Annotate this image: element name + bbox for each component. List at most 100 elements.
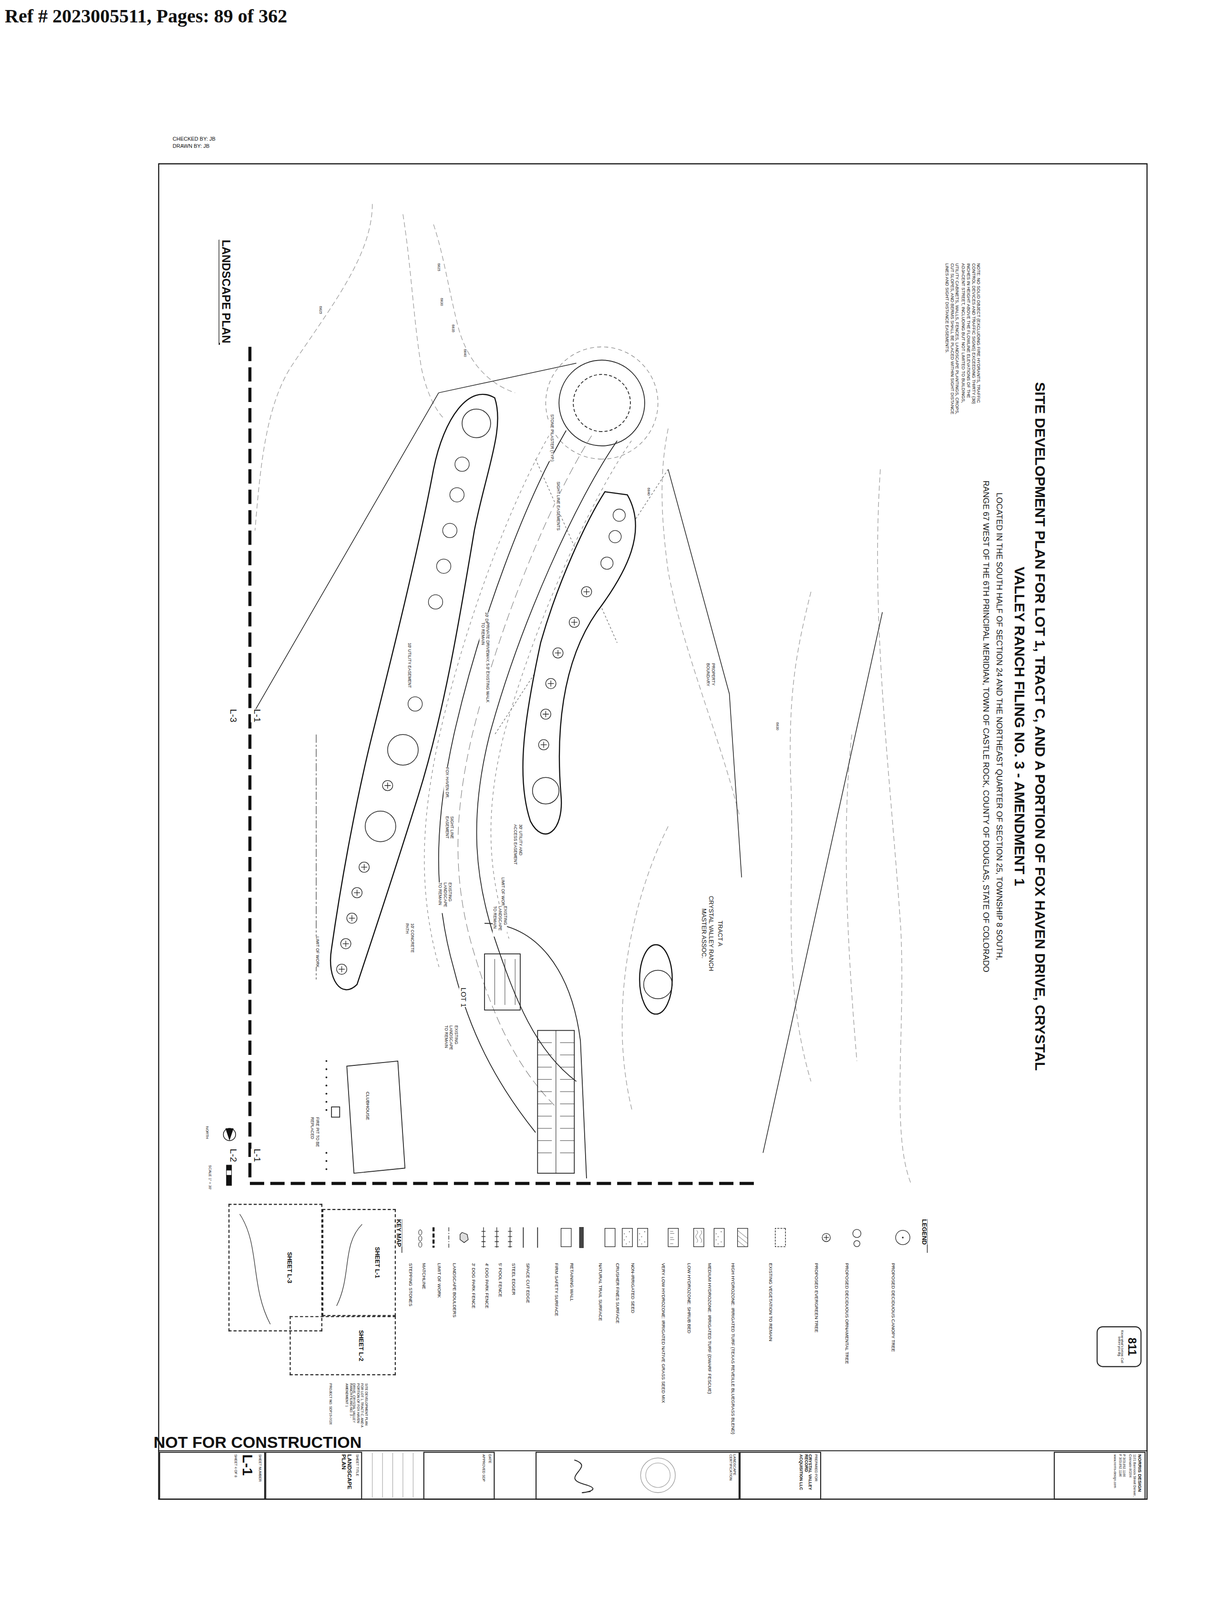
legend-sample bbox=[523, 1227, 525, 1248]
plan-callout: FIRE PIT TO BE REPLACED bbox=[309, 1117, 320, 1150]
key-map-road bbox=[239, 1214, 271, 1325]
legend-row: RETAINING WALL bbox=[566, 1262, 585, 1437]
contour-lines bbox=[433, 224, 516, 393]
ornamental-trees bbox=[454, 456, 470, 472]
lot-1-parking bbox=[484, 923, 587, 1179]
label-wrap: PRIVATE DRIVEWAY, 5.0' EXISTING WALK TO … bbox=[479, 622, 490, 704]
legend-text: PROPOSED DECIDUOUS ORNAMENTAL TREE bbox=[844, 1262, 850, 1364]
legend-row: LANDSCAPE BOULDERS bbox=[448, 1262, 468, 1437]
pool-fence-dots bbox=[325, 1068, 328, 1071]
plan-callout: PROPERTY BOUNDARY bbox=[705, 663, 716, 702]
legend-sample bbox=[693, 1228, 704, 1247]
ornamental-trees bbox=[436, 558, 452, 574]
label-wrap: SIGHT LINE EASEMENT bbox=[443, 815, 454, 853]
plan-callout: EXISTING LANDSCAPE TO REMAIN bbox=[443, 1025, 459, 1056]
lot-1-parking bbox=[494, 958, 516, 1005]
legend-swatch bbox=[455, 1224, 473, 1251]
plan-callout: 10' CONCRETE PATH bbox=[404, 923, 415, 959]
construction-stamp: NOT FOR CONSTRUCTION bbox=[153, 1432, 362, 1453]
fire-pit bbox=[331, 1106, 340, 1117]
contour-lines bbox=[255, 204, 912, 1184]
legend-text: LIMIT OF WORK bbox=[436, 1262, 443, 1298]
revision-lines bbox=[371, 1452, 373, 1498]
key-map-sheet: SHEET L-3 bbox=[228, 1203, 323, 1331]
drafter-note: CHECKED BY: JB bbox=[172, 135, 216, 143]
legend-row: HIGH HYDROZONE: IRRIGATED TURF (TEXAS RE… bbox=[727, 1262, 746, 1437]
label-wrap: 30' UTILITY AND ACCESS EASEMENT bbox=[512, 824, 523, 870]
node-text: P 303.892.1166 F 303.892.1186 bbox=[1117, 1454, 1126, 1479]
label-wrap: FIRE PIT TO BE REPLACED bbox=[309, 1117, 320, 1150]
sheet-number-block: SHEET NUMBERL-1SHEET 4 OF 8 bbox=[159, 1451, 266, 1500]
sheet-title-block: SHEET TITLELANDSCAPE PLAN bbox=[265, 1451, 362, 1500]
label-wrap: FOX HAVEN DR. bbox=[441, 767, 461, 799]
legend-sample bbox=[624, 1231, 630, 1245]
pool-fence-dots bbox=[325, 1109, 328, 1112]
scale-bar bbox=[226, 1164, 232, 1171]
key-map-title: SITE DEVELOPMENT PLAN FOR LOT 1, TRACT C… bbox=[343, 1383, 368, 1433]
legend-text: NATURAL TRAIL SURFACE bbox=[597, 1262, 604, 1321]
legend-swatch bbox=[488, 1224, 505, 1251]
plan-callout: 10' UTILITY EASEMENT bbox=[406, 642, 412, 689]
property-lines bbox=[249, 392, 439, 720]
canopy-trees bbox=[365, 409, 673, 999]
legend-sample bbox=[822, 1233, 831, 1242]
label-wrap: LEGEND bbox=[917, 1218, 937, 1245]
legend-sample bbox=[418, 1236, 423, 1242]
label-wrap: RANGE 67 WEST OF THE 6TH PRINCIPAL MERID… bbox=[980, 400, 991, 1053]
street-name: FOX HAVEN DR. bbox=[443, 767, 449, 799]
lot-1-parking bbox=[537, 1042, 575, 1153]
planting-beds bbox=[522, 491, 636, 835]
legend-text: LANDSCAPE BOULDERS bbox=[451, 1262, 458, 1318]
contour-elevation: 6840 bbox=[646, 487, 651, 496]
legend-swatch bbox=[475, 1224, 492, 1251]
pool-fence-dots bbox=[325, 1076, 328, 1079]
pool-fence-dots bbox=[325, 1160, 328, 1163]
legend-sample bbox=[536, 1227, 538, 1248]
legend-text: VERY LOW HYDROZONE: IRRIGATED NATIVE GRA… bbox=[660, 1262, 667, 1403]
north-arrow bbox=[223, 1128, 236, 1141]
node-text: CRYSTAL VALLEY RECORD ACQUISITION LLC bbox=[797, 1454, 813, 1498]
legend-row: FIRM SAFETY SURFACE bbox=[550, 1262, 570, 1437]
revision-lines bbox=[392, 1452, 393, 1498]
legend-text: EXISTING VEGETATION TO REMAIN bbox=[767, 1262, 774, 1341]
record-header: Ref # 2023005511, Pages: 89 of 362 bbox=[4, 4, 288, 28]
legend-swatch bbox=[634, 1224, 651, 1251]
legend-sample bbox=[639, 1231, 645, 1245]
legend-text: STEEL EDGER bbox=[510, 1262, 517, 1295]
sheet-title-wrap: SITE DEVELOPMENT PLAN FOR LOT 1, TRACT C… bbox=[1009, 379, 1052, 1074]
certification-block: LANDSCAPE CERTIFICATION bbox=[535, 1451, 740, 1500]
legend-sample bbox=[605, 1228, 616, 1247]
property-lines bbox=[762, 612, 883, 1154]
north-label: NORTH bbox=[205, 1126, 210, 1140]
pool-fence-dots bbox=[325, 1092, 328, 1095]
label-wrap: NOT FOR CONSTRUCTION bbox=[153, 1432, 362, 1453]
legend-sample bbox=[579, 1227, 584, 1248]
legend-row: PROPOSED DECIDUOUS ORNAMENTAL TREE bbox=[841, 1262, 861, 1437]
label-wrap: Ref # 2023005511, Pages: 89 of 362 bbox=[4, 4, 288, 28]
legend-row: NATURAL TRAIL SURFACE bbox=[594, 1262, 614, 1437]
node-text: LANDSCAPE PLAN bbox=[340, 1454, 354, 1498]
legend-text: MATCHLINE bbox=[421, 1262, 427, 1289]
legend-sample bbox=[775, 1228, 786, 1247]
legend-text: 3' DOG PARK FENCE bbox=[470, 1262, 477, 1309]
legend-sample bbox=[418, 1242, 423, 1248]
rotated-sheet: SITE DEVELOPMENT PLAN FOR LOT 1, TRACT C… bbox=[158, 163, 1148, 1500]
matchline-sheet: L-2 bbox=[227, 1148, 239, 1163]
legend-sample bbox=[668, 1228, 679, 1247]
revision-lines bbox=[402, 1452, 403, 1498]
key-map-road bbox=[336, 1224, 362, 1306]
legend-text: 4' DOG PARK FENCE bbox=[484, 1262, 490, 1309]
node-text: SHEET TITLE bbox=[355, 1454, 360, 1498]
legend-sample bbox=[695, 1230, 702, 1243]
label-wrap: 6825 bbox=[315, 306, 334, 315]
label-wrap: L-2 bbox=[226, 1148, 246, 1163]
revision-lines bbox=[412, 1452, 414, 1498]
legend-sample bbox=[460, 1232, 469, 1243]
legend-swatch bbox=[515, 1224, 532, 1251]
label-wrap: CRYSTAL VALLEY RANCH MASTER ASSOC. bbox=[699, 887, 715, 980]
contour-lines bbox=[790, 591, 812, 1082]
key-map-sheet: SHEET L-1 bbox=[322, 1208, 396, 1317]
ornamental-trees bbox=[408, 696, 423, 712]
evergreen-trees bbox=[338, 588, 590, 972]
contour-elevation: 6825 bbox=[318, 306, 323, 315]
